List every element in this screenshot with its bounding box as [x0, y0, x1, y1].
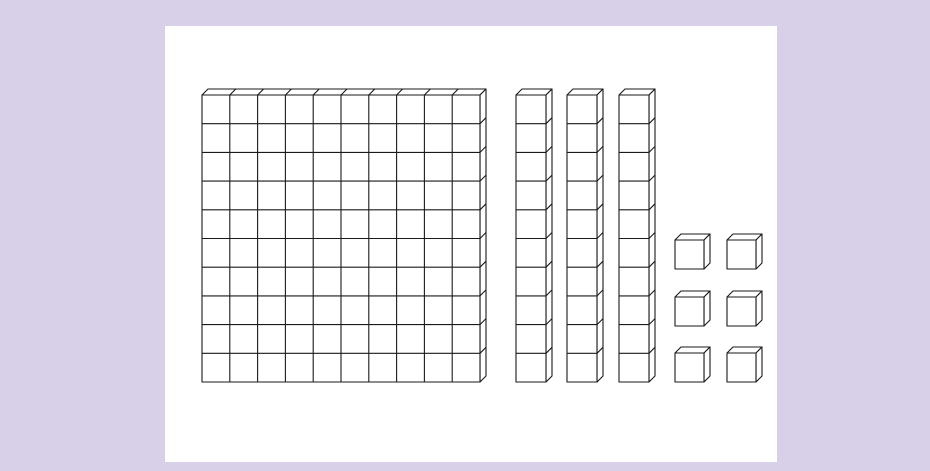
front-face [675, 353, 704, 382]
tens-rods [516, 89, 655, 382]
ones-unit [675, 347, 710, 382]
front-face [727, 353, 756, 382]
side-face [704, 234, 710, 269]
ones-unit [675, 291, 710, 326]
tens-rod [516, 89, 552, 382]
front-face [675, 240, 704, 269]
ones-unit [727, 291, 762, 326]
front-face [727, 240, 756, 269]
side-face [756, 291, 762, 326]
tens-rod [567, 89, 603, 382]
ones-unit [675, 234, 710, 269]
side-face [756, 234, 762, 269]
ones-unit [727, 347, 762, 382]
hundreds-flat [202, 89, 486, 382]
front-face [727, 297, 756, 326]
front-face [675, 297, 704, 326]
side-face [756, 347, 762, 382]
ones-unit [727, 234, 762, 269]
side-face [704, 291, 710, 326]
hundreds-flat-block [202, 89, 486, 382]
side-face [704, 347, 710, 382]
ones-units [675, 234, 762, 382]
tens-rod [619, 89, 655, 382]
